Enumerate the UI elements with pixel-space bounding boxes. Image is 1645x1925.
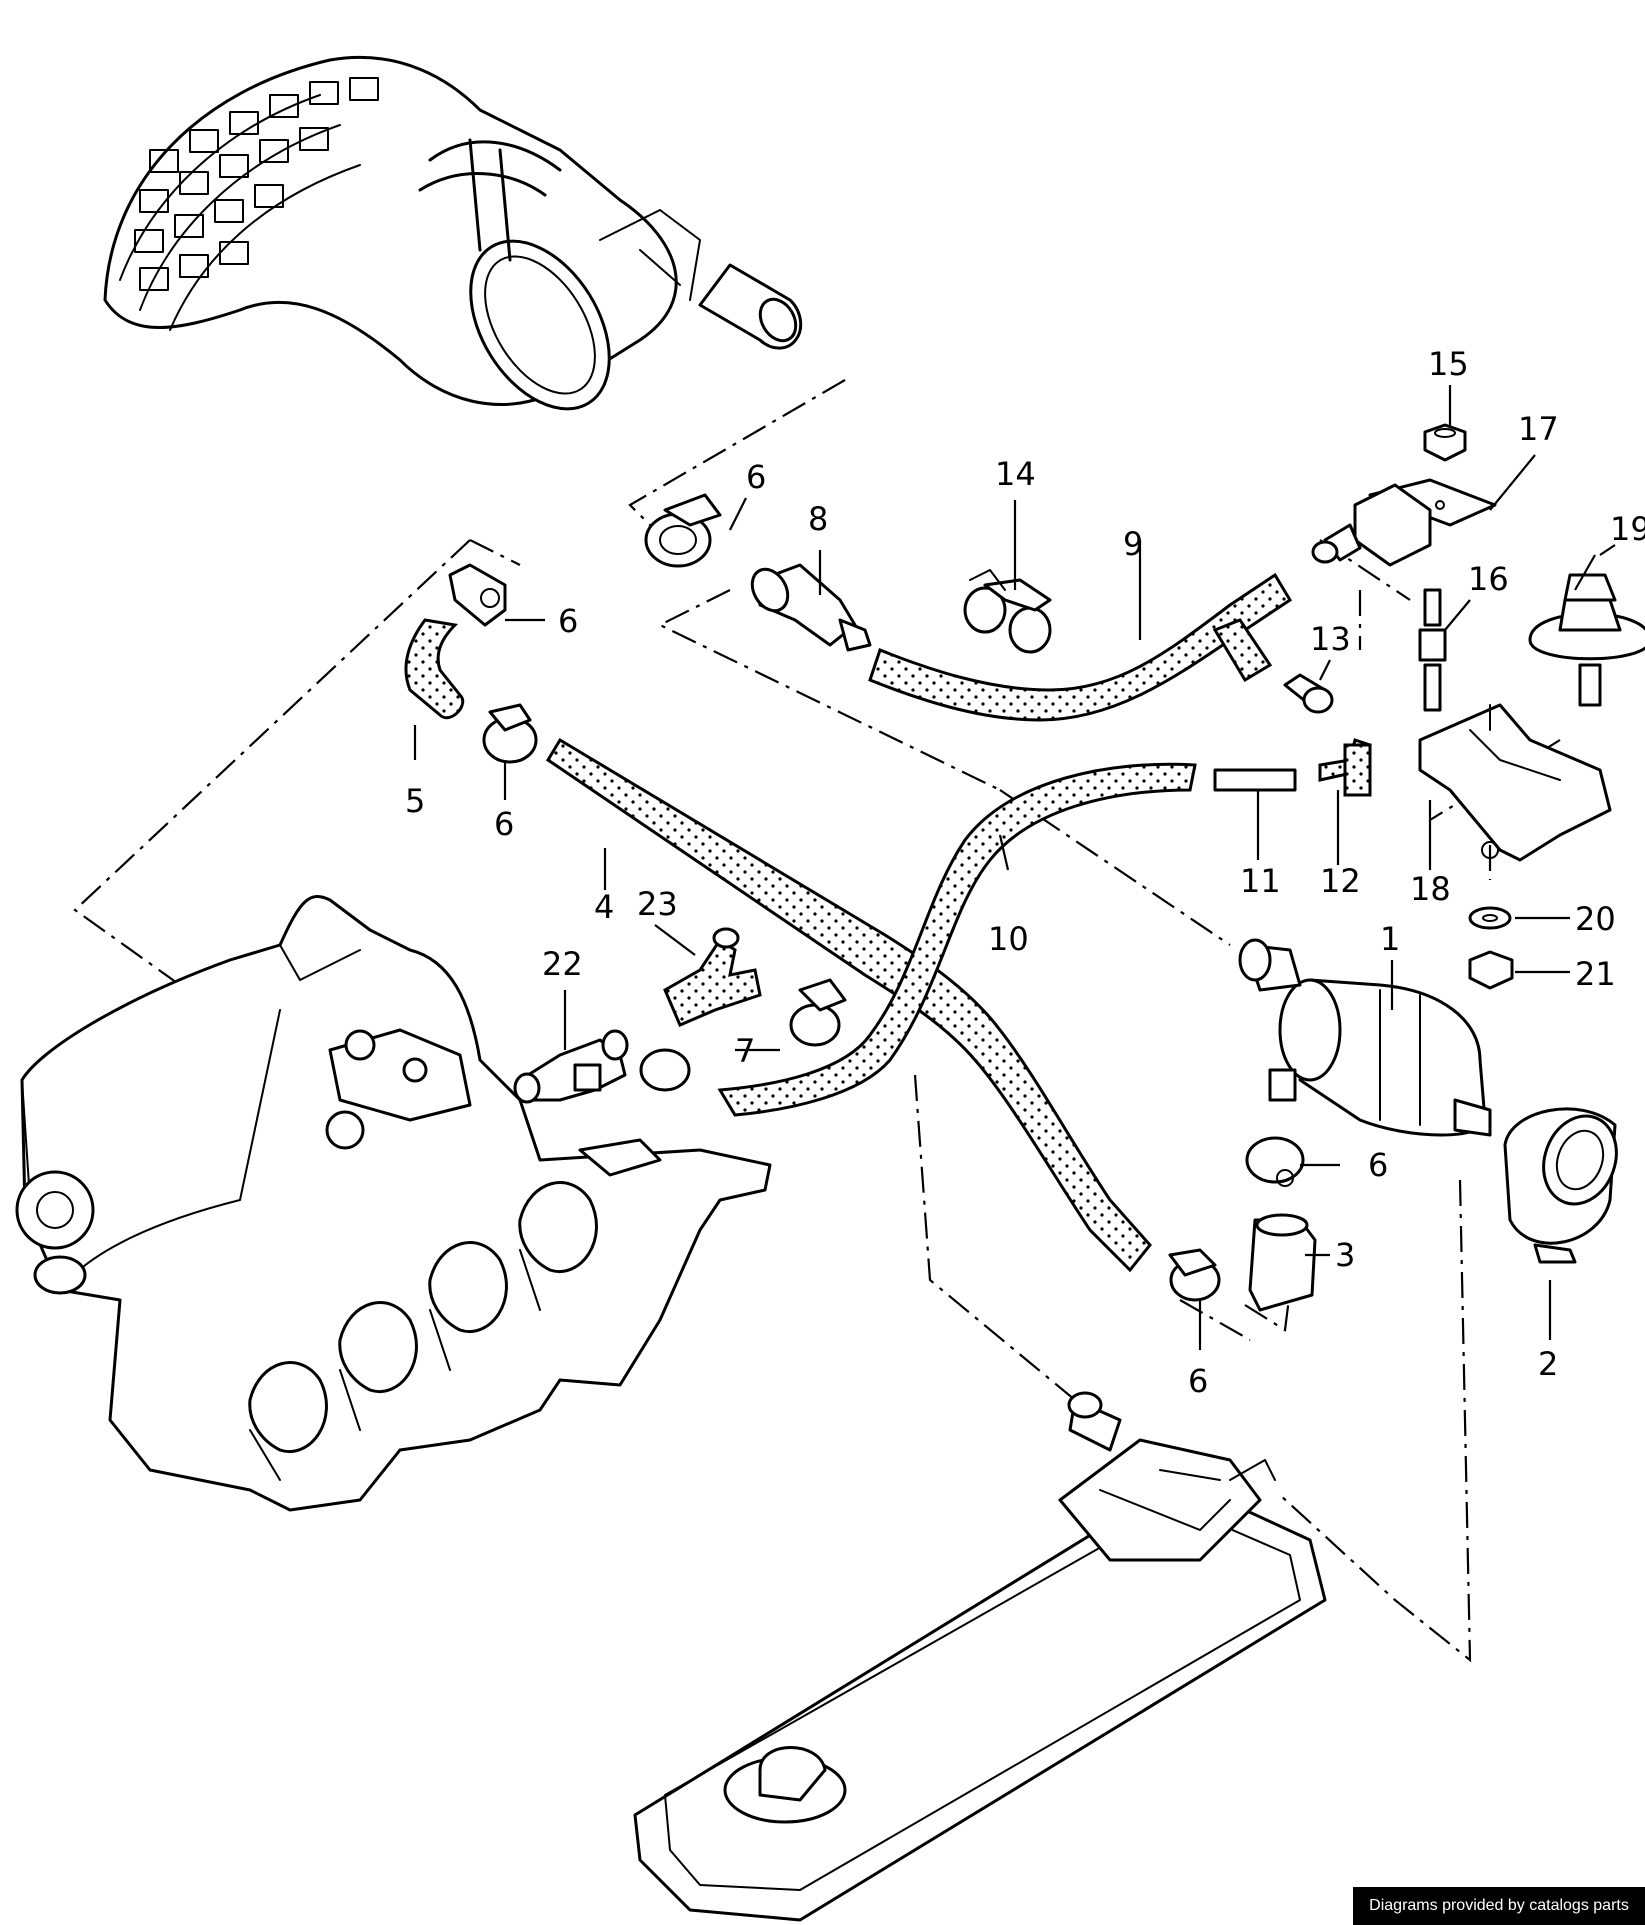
callout-8: 8 [808,500,828,538]
hose-5 [404,618,464,719]
hose-clamp-6-c [1168,1248,1221,1302]
hose-clamp-6-d [448,563,507,627]
callout-10: 10 [988,920,1029,958]
t-fitting-23 [663,937,762,1027]
callout-13: 13 [1310,620,1351,658]
callout-numbers: 1 2 3 4 5 6 6 6 6 6 6 7 8 9 10 11 12 13 … [405,345,1645,1400]
pressure-cell-19 [1528,573,1645,707]
hose-clamp-6-e [482,703,538,764]
callout-5: 5 [405,782,425,820]
callout-18: 18 [1410,870,1451,908]
callout-20: 20 [1575,900,1616,938]
plug-13 [1283,673,1334,714]
valve-3 [1248,1213,1317,1312]
rubber-ring-2 [1503,1107,1618,1264]
hose-clips-14 [963,569,1052,654]
idle-valve-1 [1238,938,1492,1137]
callout-15: 15 [1428,345,1469,383]
callout-1: 1 [1380,920,1400,958]
callout-14: 14 [995,455,1036,493]
callout-4: 4 [594,888,614,926]
check-valve-8 [750,563,872,652]
hose-10 [717,762,1197,1117]
callout-12: 12 [1320,862,1361,900]
stud-16 [1418,588,1447,712]
connector-22 [513,1029,629,1104]
hose-11 [1213,768,1297,792]
callout-2: 2 [1538,1345,1558,1383]
hose-9 [868,572,1293,722]
callout-11: 11 [1240,862,1281,900]
leader-lines [413,385,1616,1350]
callout-16: 16 [1468,560,1509,598]
callout-22: 22 [542,945,583,983]
callout-6-b: 6 [558,602,578,640]
hoses [404,572,1372,1273]
callout-6-e: 6 [1188,1362,1208,1400]
hose-clamp-6-b [1245,1136,1305,1187]
hose-clamp-7 [639,978,847,1092]
hose-4 [545,737,1152,1273]
callout-7: 7 [735,1032,755,1070]
callout-9: 9 [1123,525,1143,563]
fittings [448,423,1645,1481]
callout-6-c: 6 [494,805,514,843]
hose-clamp-6-a [644,493,722,568]
washer-20 [1468,906,1512,930]
nut-15 [1423,423,1467,462]
valve-cover [633,1391,1327,1922]
callout-21: 21 [1575,955,1616,993]
intake-manifold [15,895,772,1512]
intake-air-duct [103,55,803,411]
oil-filler-cap [1159,1469,1221,1481]
callout-17: 17 [1518,410,1559,448]
callout-3: 3 [1335,1236,1355,1274]
callout-6-d: 6 [1368,1146,1388,1184]
callout-23: 23 [637,885,678,923]
credit-banner: Diagrams provided by catalogs parts [1353,1887,1645,1925]
mounting-bracket-18 [1418,703,1612,862]
callout-19: 19 [1610,510,1645,548]
bracket-sensor-17 [1311,478,1497,567]
callout-6-a: 6 [746,458,766,496]
nut-21 [1468,950,1514,990]
